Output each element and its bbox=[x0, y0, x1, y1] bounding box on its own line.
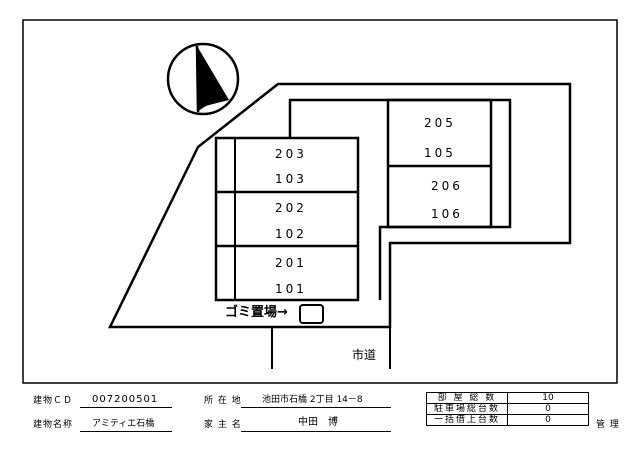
summary-table: 部 屋 総 数 10 駐車場総台数 0 一括借上台数 0 bbox=[426, 392, 589, 426]
unit-label: 202 bbox=[275, 201, 307, 215]
table-row: 部 屋 総 数 10 bbox=[426, 392, 589, 404]
building-name-value: アミティエ石橋 bbox=[92, 419, 155, 429]
summary-label: 一括借上台数 bbox=[426, 414, 508, 426]
location-value: 池田市石橋 2丁目 14－8 bbox=[262, 395, 363, 405]
unit-label: 206 bbox=[431, 179, 463, 193]
unit-label: 102 bbox=[275, 227, 307, 241]
table-row: 一括借上台数 0 bbox=[426, 414, 589, 426]
site-inner-line bbox=[288, 98, 512, 300]
unit-label: 201 bbox=[275, 256, 307, 270]
building-cd-value: 007200501 bbox=[92, 394, 159, 405]
underline bbox=[241, 431, 391, 432]
site-plan bbox=[22, 19, 618, 384]
unit-label: 105 bbox=[424, 146, 456, 160]
unit-label: 203 bbox=[275, 147, 307, 161]
unit-label: 101 bbox=[275, 282, 307, 296]
owner-label: 家 主 名 bbox=[204, 420, 242, 430]
summary-label: 駐車場総台数 bbox=[426, 403, 508, 415]
north-arrow-icon bbox=[166, 42, 240, 116]
garbage-area bbox=[299, 304, 324, 324]
unit-label: 205 bbox=[424, 116, 456, 130]
location-label: 所 在 地 bbox=[204, 396, 242, 406]
right-building bbox=[386, 98, 493, 229]
summary-value: 0 bbox=[507, 403, 589, 415]
unit-label: 103 bbox=[275, 172, 307, 186]
underline bbox=[80, 431, 172, 432]
summary-value: 10 bbox=[507, 392, 589, 404]
road-label: 市道 bbox=[352, 348, 377, 362]
site-boundary bbox=[107, 82, 572, 329]
underline bbox=[241, 407, 391, 408]
underline bbox=[80, 407, 172, 408]
summary-label: 部 屋 総 数 bbox=[426, 392, 508, 404]
unit-label: 106 bbox=[431, 207, 463, 221]
summary-value: 0 bbox=[507, 414, 589, 426]
owner-value: 中田 博 bbox=[298, 417, 338, 428]
table-row: 駐車場総台数 0 bbox=[426, 403, 589, 415]
garbage-area-label: ゴミ置場→ bbox=[225, 305, 288, 320]
building-cd-label: 建物ＣＤ bbox=[33, 396, 74, 406]
plan-frame bbox=[22, 19, 618, 384]
building-name-label: 建物名称 bbox=[33, 420, 74, 430]
left-building bbox=[214, 136, 360, 302]
management-label: 管 理 bbox=[596, 420, 620, 430]
